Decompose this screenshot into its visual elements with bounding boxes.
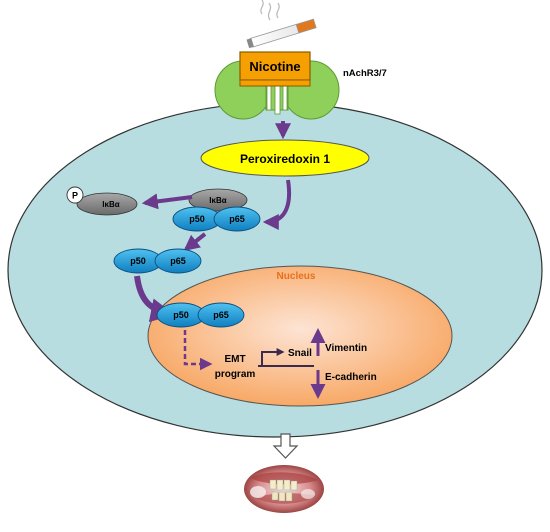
complex-p50-label: p50 — [189, 214, 205, 224]
receptor-label: nAchR3/7 — [343, 68, 387, 79]
bound-ikba-label: IκBα — [209, 196, 226, 205]
phospho-circle — [66, 186, 84, 204]
arrow-complex-to-nfkb — [183, 232, 207, 251]
snail-promoter-arrow — [261, 348, 285, 366]
nuclear-p65 — [197, 302, 245, 328]
emt-label-line1: EMT — [224, 354, 245, 365]
mouth-lesion-image — [244, 465, 324, 513]
free-ikba — [76, 192, 138, 216]
emt-label-line2: program — [215, 369, 256, 380]
peroxiredoxin-label: Peroxiredoxin 1 — [240, 152, 330, 166]
nucleus-title: Nucleus — [277, 271, 316, 282]
peroxiredoxin-ellipse — [200, 139, 370, 177]
nicotinic-receptor: Nicotine nAchR3/7 — [214, 51, 387, 120]
complex-p65-label: p65 — [229, 214, 245, 224]
cytoplasm-p65-label: p65 — [170, 256, 186, 266]
nucleus — [147, 265, 453, 407]
bound-ikba — [188, 188, 248, 212]
cytoplasm-p50-label: p50 — [130, 256, 146, 266]
phospho-label: P — [72, 191, 78, 201]
cigarette-icon — [246, 0, 317, 49]
nuclear-p65-label: p65 — [213, 310, 229, 320]
outcome-down-arrow — [272, 433, 299, 459]
nicotine-box — [239, 51, 311, 81]
free-ikba-label: IκBα — [102, 200, 119, 209]
arrow-ikba-release — [141, 193, 193, 210]
cytoplasm-p65 — [154, 248, 202, 274]
snail-label: Snail — [288, 348, 312, 359]
arrow-prx1-to-complex — [262, 179, 291, 230]
nuclear-p50-label: p50 — [173, 310, 189, 320]
vimentin-label: Vimentin — [325, 343, 367, 354]
nicotine-label: Nicotine — [249, 59, 300, 74]
complex-p65 — [213, 206, 261, 232]
arrow-nfkb-to-emt — [183, 330, 213, 371]
ecadherin-label: E-cadherin — [325, 372, 377, 383]
